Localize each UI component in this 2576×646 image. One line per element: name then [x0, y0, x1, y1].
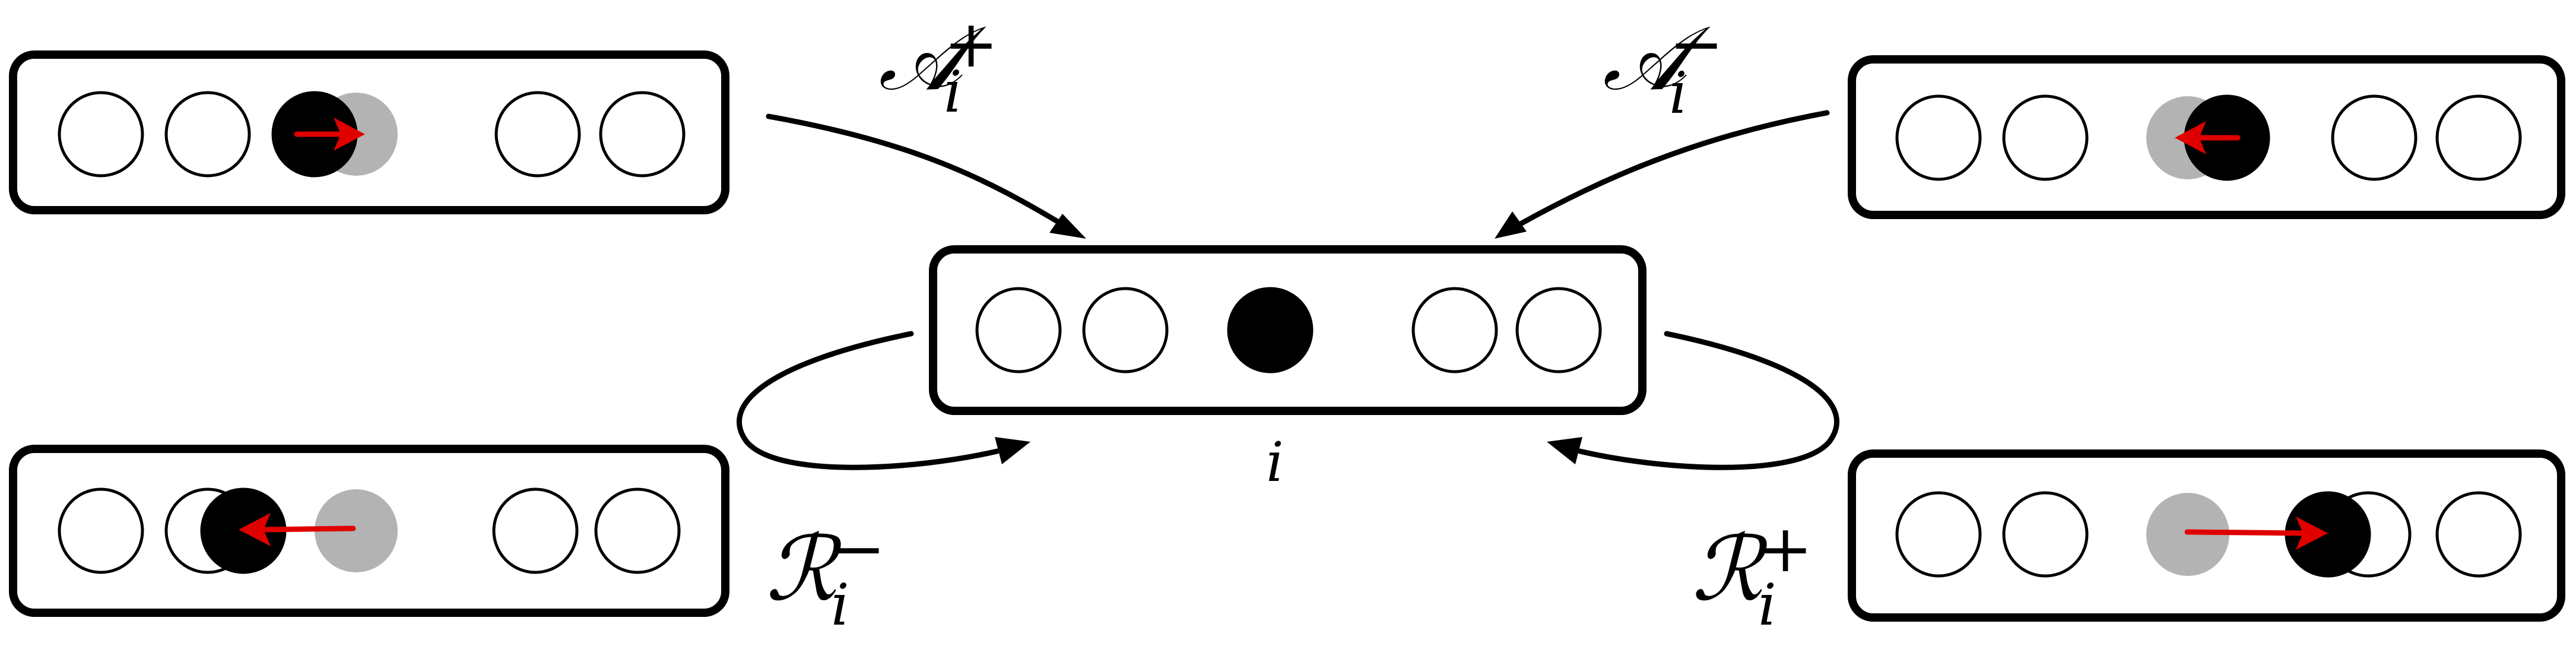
move-arrow-head	[239, 513, 271, 546]
flow-arrowhead	[1547, 437, 1582, 464]
label-add-minus: 𝒜 − i	[1603, 6, 1724, 126]
move-arrow-line	[261, 525, 356, 533]
particle	[1227, 287, 1314, 373]
move-arrow-head	[2296, 517, 2328, 550]
label-subscript: i	[831, 572, 849, 638]
move-arrow-head	[334, 118, 365, 151]
empty-site	[2435, 94, 2522, 181]
empty-site	[1895, 94, 1982, 181]
label-superscript: +	[1758, 511, 1813, 587]
label-subscript: i	[1758, 572, 1776, 638]
label-subscript: i	[944, 59, 962, 125]
center-state	[929, 245, 1647, 415]
state-remove-minus	[9, 445, 729, 617]
empty-site	[2002, 491, 2089, 578]
label-superscript: +	[944, 6, 998, 82]
empty-site	[164, 91, 251, 178]
state-remove-plus	[1848, 449, 2565, 622]
label-superscript: −	[831, 511, 886, 587]
state-add-minus	[1848, 55, 2565, 219]
empty-site	[494, 91, 581, 178]
flow-arrowhead	[1049, 214, 1086, 239]
empty-site	[1515, 287, 1602, 373]
empty-site	[2002, 94, 2089, 181]
empty-site	[1895, 491, 1982, 578]
label-remove-minus: ℛ − i	[766, 511, 886, 638]
empty-site	[492, 487, 579, 574]
state-add-plus	[9, 50, 729, 214]
flow-arrowhead	[995, 437, 1030, 464]
label-add-plus: 𝒜 + i	[878, 6, 998, 125]
empty-site	[1082, 287, 1169, 373]
empty-site	[1411, 287, 1498, 373]
center-label: i	[1266, 430, 1283, 494]
label-symbol: ℛ	[1692, 518, 1768, 621]
ghost-particle	[315, 489, 398, 572]
label-remove-plus: ℛ + i	[1692, 511, 1813, 638]
empty-site	[2331, 94, 2418, 181]
flow-arrowhead	[1495, 211, 1527, 239]
flow-arrow-add-plus	[766, 113, 1065, 227]
empty-site	[2435, 491, 2522, 578]
flow-loop-remove-minus	[737, 331, 1000, 470]
empty-site	[58, 487, 144, 574]
label-subscript: i	[1669, 60, 1687, 126]
flow-loop-remove-plus	[1577, 331, 1839, 470]
empty-site	[594, 487, 681, 574]
flow-arrow-add-minus	[1517, 110, 1830, 227]
empty-site	[599, 91, 686, 178]
label-symbol: ℛ	[766, 518, 842, 621]
move-arrow-line	[2184, 529, 2306, 536]
empty-site	[975, 287, 1062, 373]
label-superscript: −	[1669, 6, 1724, 82]
move-arrow-head	[2175, 121, 2206, 154]
empty-site	[58, 91, 144, 178]
